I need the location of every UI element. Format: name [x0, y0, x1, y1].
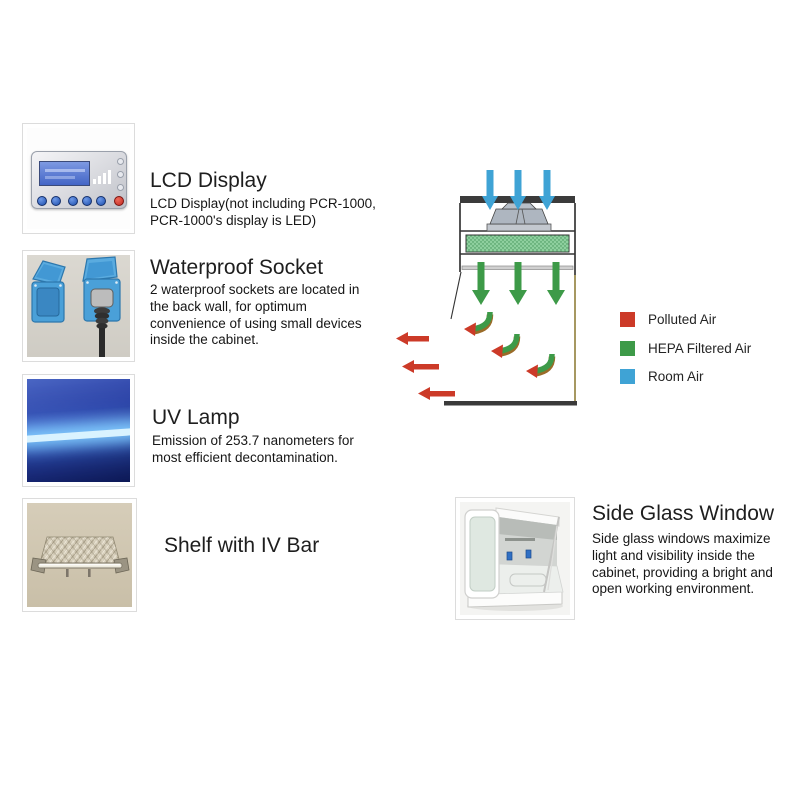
legend-row-polluted-air: Polluted Air	[620, 312, 751, 327]
legend-label: Room Air	[648, 369, 704, 384]
lcd-panel	[31, 151, 127, 209]
panel-button-power	[114, 196, 124, 206]
room-air-arrows	[482, 170, 555, 210]
work-surface-bar	[444, 401, 577, 406]
airflow-legend: Polluted Air HEPA Filtered Air Room Air	[620, 312, 751, 398]
socket-left	[31, 260, 66, 323]
interior-floor	[489, 563, 564, 595]
panel-button-enter	[96, 196, 106, 206]
shelf-photo	[22, 498, 137, 612]
panel-button-left-arrow	[37, 196, 47, 206]
signal-bar-icon	[98, 176, 101, 184]
interior-socket	[506, 551, 513, 561]
panel-side-button	[117, 184, 124, 191]
wire-mesh-shelf	[39, 536, 121, 564]
panel-button-right-arrow	[51, 196, 61, 206]
feature-desc-side-glass-window: Side glass windows maximize light and vi…	[592, 531, 773, 597]
feature-title-shelf: Shelf with IV Bar	[164, 534, 320, 557]
panel-side-button	[117, 171, 124, 178]
lcd-screen	[39, 161, 90, 186]
feature-title-uv-lamp: UV Lamp	[152, 406, 240, 429]
rod-hook	[88, 569, 91, 577]
lcd-screen-text-line	[45, 169, 85, 172]
uv-lamp-photo	[22, 374, 135, 487]
polluted-air-arrows	[396, 332, 455, 400]
lcd-control-panel-illustration	[27, 128, 130, 229]
legend-label: HEPA Filtered Air	[648, 340, 752, 356]
side-glass-panel	[464, 509, 500, 599]
feature-title-waterproof-socket: Waterproof Socket	[150, 256, 324, 279]
legend-label: Polluted Air	[648, 312, 717, 327]
shelf-illustration	[27, 503, 132, 607]
front-glass-sash	[543, 516, 560, 593]
panel-button-up-arrow	[68, 196, 78, 206]
airflow-curve-arrows	[464, 311, 556, 378]
polluted-air-swatch	[620, 312, 635, 327]
legend-row-room-air: Room Air	[620, 369, 751, 384]
interior-uv-bar	[505, 538, 535, 541]
feature-desc-lcd-display: LCD Display(not including PCR-1000, PCR-…	[150, 196, 376, 228]
legend-row-hepa-filtered-air: HEPA Filtered Air	[620, 340, 752, 356]
signal-bar-icon	[103, 173, 106, 184]
waterproof-sockets-illustration	[27, 255, 130, 357]
room-air-swatch	[620, 369, 635, 384]
panel-side-button	[117, 158, 124, 165]
front-sash-line	[450, 271, 462, 320]
rod-hook	[66, 569, 69, 577]
feature-desc-uv-lamp: Emission of 253.7 nanometers for most ef…	[152, 433, 354, 465]
signal-bar-icon	[108, 170, 111, 184]
iv-bar-rod	[37, 562, 123, 569]
waterproof-socket-photo	[22, 250, 135, 362]
hepa-filter	[465, 234, 570, 253]
lcd-display-photo	[22, 123, 135, 234]
uv-lamp-illustration	[27, 379, 130, 482]
cabinet-illustration	[460, 502, 570, 615]
panel-button-down-arrow	[82, 196, 92, 206]
sockets-drawing	[31, 256, 121, 357]
signal-bar-icon	[93, 179, 96, 184]
feature-desc-waterproof-socket: 2 waterproof sockets are located in the …	[150, 282, 362, 348]
lcd-screen-text-line	[45, 176, 75, 179]
socket-right-with-plug	[82, 256, 121, 357]
cabinet-drawing	[464, 507, 564, 611]
feature-title-lcd-display: LCD Display	[150, 169, 267, 192]
airflow-diagram	[396, 170, 577, 406]
interior-socket	[525, 549, 532, 559]
side-glass-window-photo	[455, 497, 575, 620]
feature-title-side-glass-window: Side Glass Window	[592, 502, 775, 525]
hepa-air-arrows	[472, 262, 565, 305]
shelf-drawing	[30, 536, 130, 577]
hepa-air-swatch	[620, 340, 635, 356]
